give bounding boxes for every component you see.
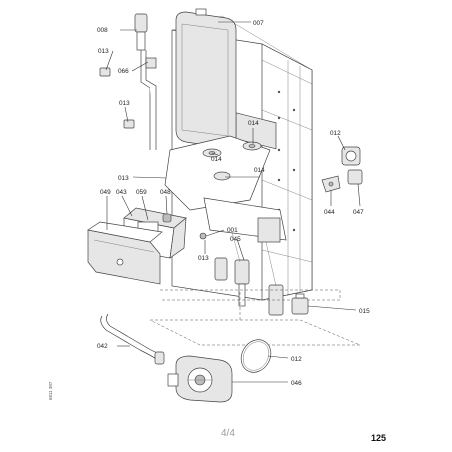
expansion-vessel-part — [175, 8, 237, 149]
label-049: 049 — [100, 189, 111, 196]
dashed-assembly-boundary — [149, 289, 361, 346]
page-indicator: 4/4 — [221, 428, 235, 439]
pump-046-part — [167, 355, 233, 403]
part-number-labels: 008 007 013 066 013 014 014 014 012 044 … — [97, 20, 370, 387]
label-013: 013 — [98, 48, 109, 55]
label-059: 059 — [136, 189, 147, 196]
label-014: 014 — [254, 167, 265, 174]
label-045: 045 — [230, 236, 241, 243]
o-ring-part — [240, 339, 272, 373]
label-048: 048 — [160, 189, 171, 196]
hydraulic-block-part — [199, 197, 287, 316]
label-014: 014 — [248, 120, 259, 127]
page-number: 125 — [371, 433, 387, 443]
label-014: 014 — [211, 156, 222, 163]
label-066: 066 — [118, 68, 129, 75]
label-042: 042 — [97, 343, 108, 350]
component-015-part — [291, 293, 309, 315]
label-044: 044 — [324, 209, 335, 216]
pipe-042-part — [100, 313, 165, 365]
label-015: 015 — [359, 308, 370, 315]
control-box-part — [87, 207, 187, 285]
label-047: 047 — [353, 209, 364, 216]
label-013: 013 — [119, 100, 130, 107]
label-007: 007 — [253, 20, 264, 27]
label-013: 013 — [198, 255, 209, 262]
label-012: 012 — [291, 356, 302, 363]
leader-lines — [105, 21, 361, 383]
label-043: 043 — [116, 189, 127, 196]
document-side-code: 6811 387 — [48, 381, 53, 400]
right-valve-assembly-part — [321, 146, 363, 193]
label-013: 013 — [118, 175, 129, 182]
label-008: 008 — [97, 27, 108, 34]
label-046: 046 — [291, 380, 302, 387]
label-001: 001 — [227, 227, 238, 234]
heat-exchanger-plate-part — [164, 135, 271, 211]
label-012: 012 — [330, 130, 341, 137]
left-pipework-part — [99, 13, 157, 150]
